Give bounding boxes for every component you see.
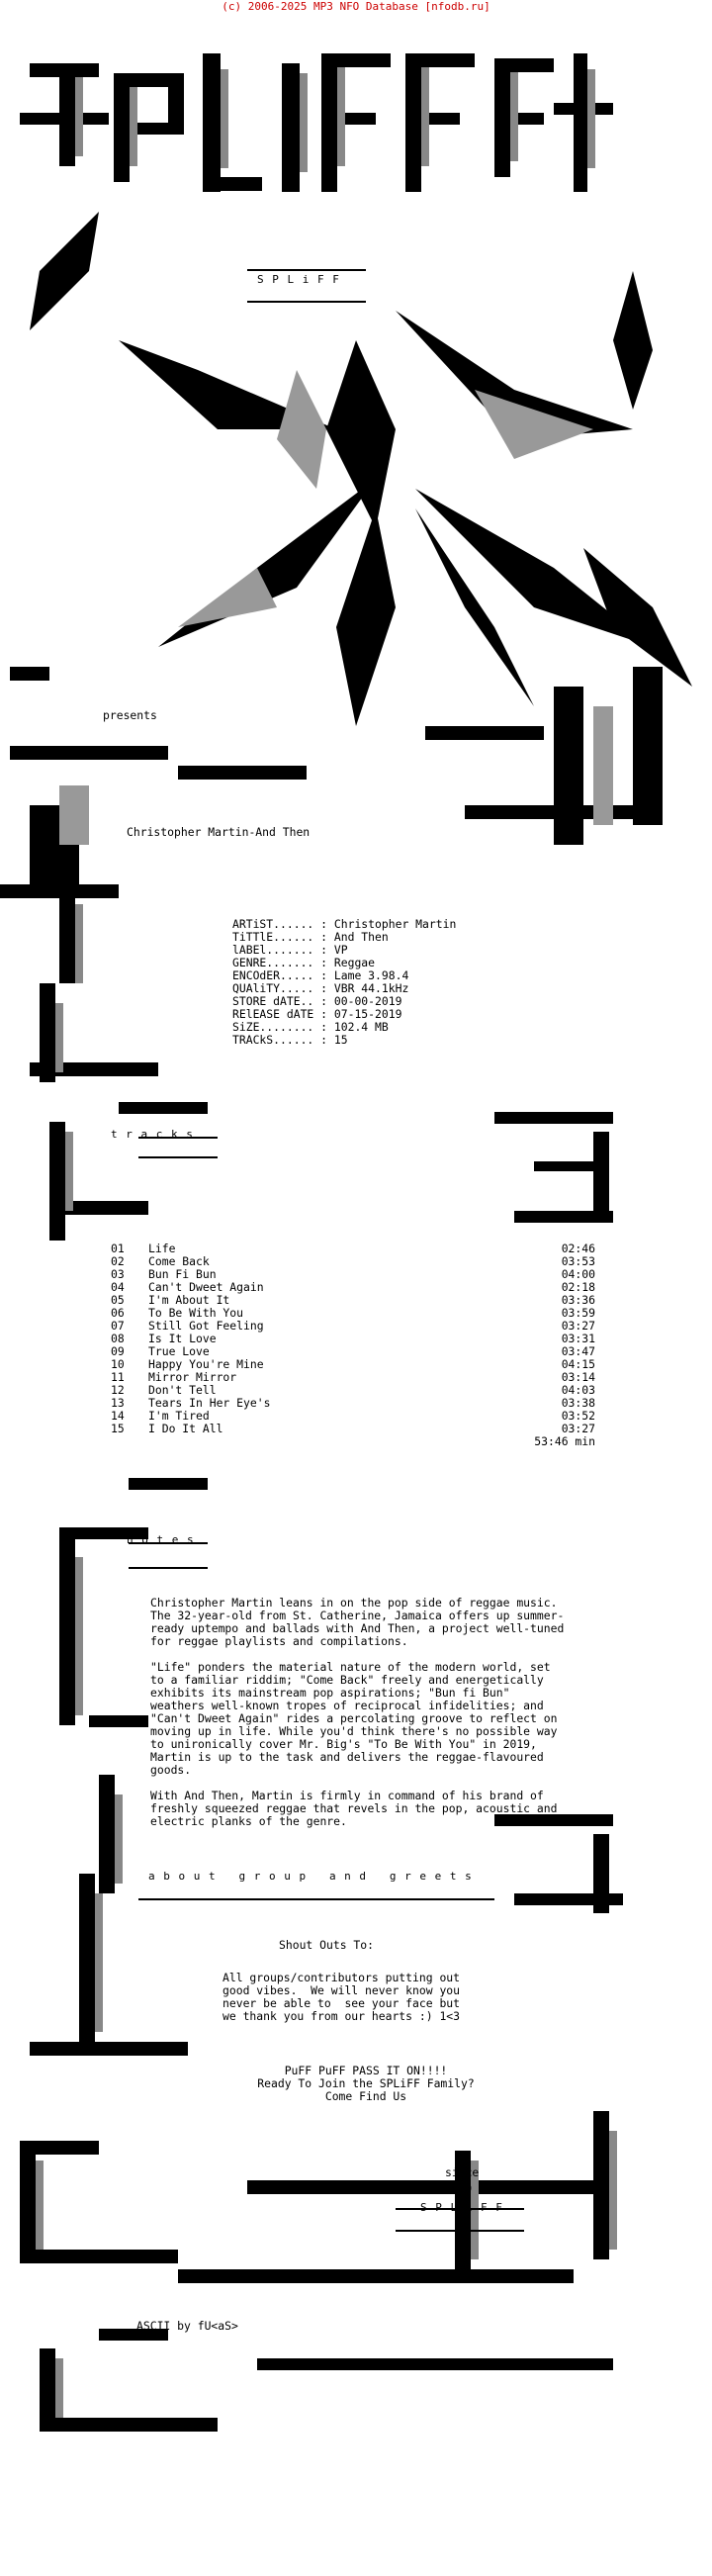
since-year: 2 0 0 5 xyxy=(435,2182,489,2195)
notes-heading: n o t e s xyxy=(127,1533,195,1546)
tracks-heading: t r a c k s xyxy=(111,1128,194,1141)
shout-line: never be able to see your face but xyxy=(222,1996,461,2010)
site-header: (c) 2006-2025 MP3 NFO Database [nfodb.ru… xyxy=(222,0,490,13)
info-row: STORE dATE.. : 00-00-2019 xyxy=(232,994,402,1008)
shout-title: Shout Outs To: xyxy=(279,1938,375,1952)
closing-line: Come Find Us xyxy=(324,2089,407,2103)
spliff-logo-art xyxy=(20,53,613,192)
info-row: ENCOdER..... : Lame 3.98.4 xyxy=(232,968,409,982)
ascii-artwork xyxy=(0,53,692,2432)
ascii-credit: ASCII by fU<aS> xyxy=(136,2319,238,2333)
shout-line: good vibes. We will never know you xyxy=(222,1983,461,1997)
swirl-right-1 xyxy=(494,1112,613,1223)
shout-block: All groups/contributors putting out good… xyxy=(222,1972,460,2023)
closing-block: PuFF PuFF PASS IT ON!!!! Ready To Join t… xyxy=(198,2065,534,2103)
info-row: TRACkS...... : 15 xyxy=(232,1033,348,1047)
shout-line: All groups/contributors putting out xyxy=(222,1971,461,1984)
footer-logo: S P L i F F xyxy=(420,2201,503,2214)
greets-heading: a b o u t g r o u p a n d g r e e t s xyxy=(148,1870,473,1883)
info-row: lABEl....... : VP xyxy=(232,943,348,957)
info-row: GENRE....... : Reggae xyxy=(232,956,376,969)
total-time: 53:46 min xyxy=(534,1434,595,1448)
info-row: RElEASE dATE : 07-15-2019 xyxy=(232,1007,402,1021)
info-row: QUAliTY..... : VBR 44.1kHz xyxy=(232,981,409,995)
notes-paragraph: Christopher Martin leans in on the pop s… xyxy=(150,1596,565,1648)
info-row: ARTiST...... : Christopher Martin xyxy=(232,917,457,931)
swirl-left-2 xyxy=(30,1478,208,2056)
closing-line: PuFF PuFF PASS IT ON!!!! xyxy=(284,2064,448,2077)
notes-paragraph: With And Then, Martin is firmly in comma… xyxy=(150,1789,558,1828)
presents-label: presents xyxy=(103,708,157,722)
since-label: since xyxy=(445,2165,480,2179)
footer-art xyxy=(20,2111,613,2432)
info-row: TiTTlE...... : And Then xyxy=(232,930,389,944)
shout-line: we thank you from our hearts :) 1<3 xyxy=(222,2009,461,2023)
leaf-art xyxy=(0,212,692,898)
notes-paragraph: "Life" ponders the material nature of th… xyxy=(150,1660,558,1777)
swirl-right-2 xyxy=(494,1814,623,1913)
info-row: SiZE........ : 102.4 MB xyxy=(232,1020,389,1034)
release-info: ARTiST...... : Christopher Martin TiTTlE… xyxy=(232,918,529,1047)
closing-line: Ready To Join the SPLiFF Family? xyxy=(257,2076,475,2090)
release-title: Christopher Martin-And Then xyxy=(127,825,311,839)
logo-label: S P L i F F xyxy=(257,273,340,286)
notes-body: Christopher Martin leans in on the pop s… xyxy=(150,1597,570,1828)
